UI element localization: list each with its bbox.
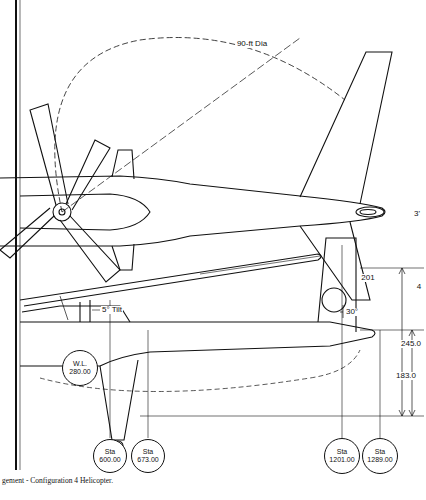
dimension-label: 183.0	[395, 372, 417, 381]
dimension-label: 5° Tilt	[101, 306, 123, 315]
station-circle: Sta 600.00	[93, 439, 127, 473]
station-label: Sta 600.00	[99, 448, 120, 464]
station-label: Sta 673.00	[137, 448, 158, 464]
dimension-label: 4	[416, 283, 422, 292]
station-label: Sta 1201.00	[329, 448, 354, 464]
station-circle: Sta 1201.00	[324, 438, 360, 474]
station-label: W.L. 280.00	[69, 360, 90, 376]
figure-caption: gement - Configuration 4 Helicopter.	[2, 476, 113, 485]
dimension-label: 245.0	[400, 340, 422, 349]
station-circle: Sta 1289.00	[362, 438, 398, 474]
dimension-label: 3'	[413, 210, 421, 219]
station-circle: W.L. 280.00	[62, 350, 98, 386]
station-circle: Sta 673.00	[131, 439, 165, 473]
dimension-label: 30°	[345, 308, 359, 317]
dimension-label: 90-ft Dia	[236, 40, 268, 49]
station-label: Sta 1289.00	[367, 448, 392, 464]
dimension-label: 201	[360, 274, 375, 283]
